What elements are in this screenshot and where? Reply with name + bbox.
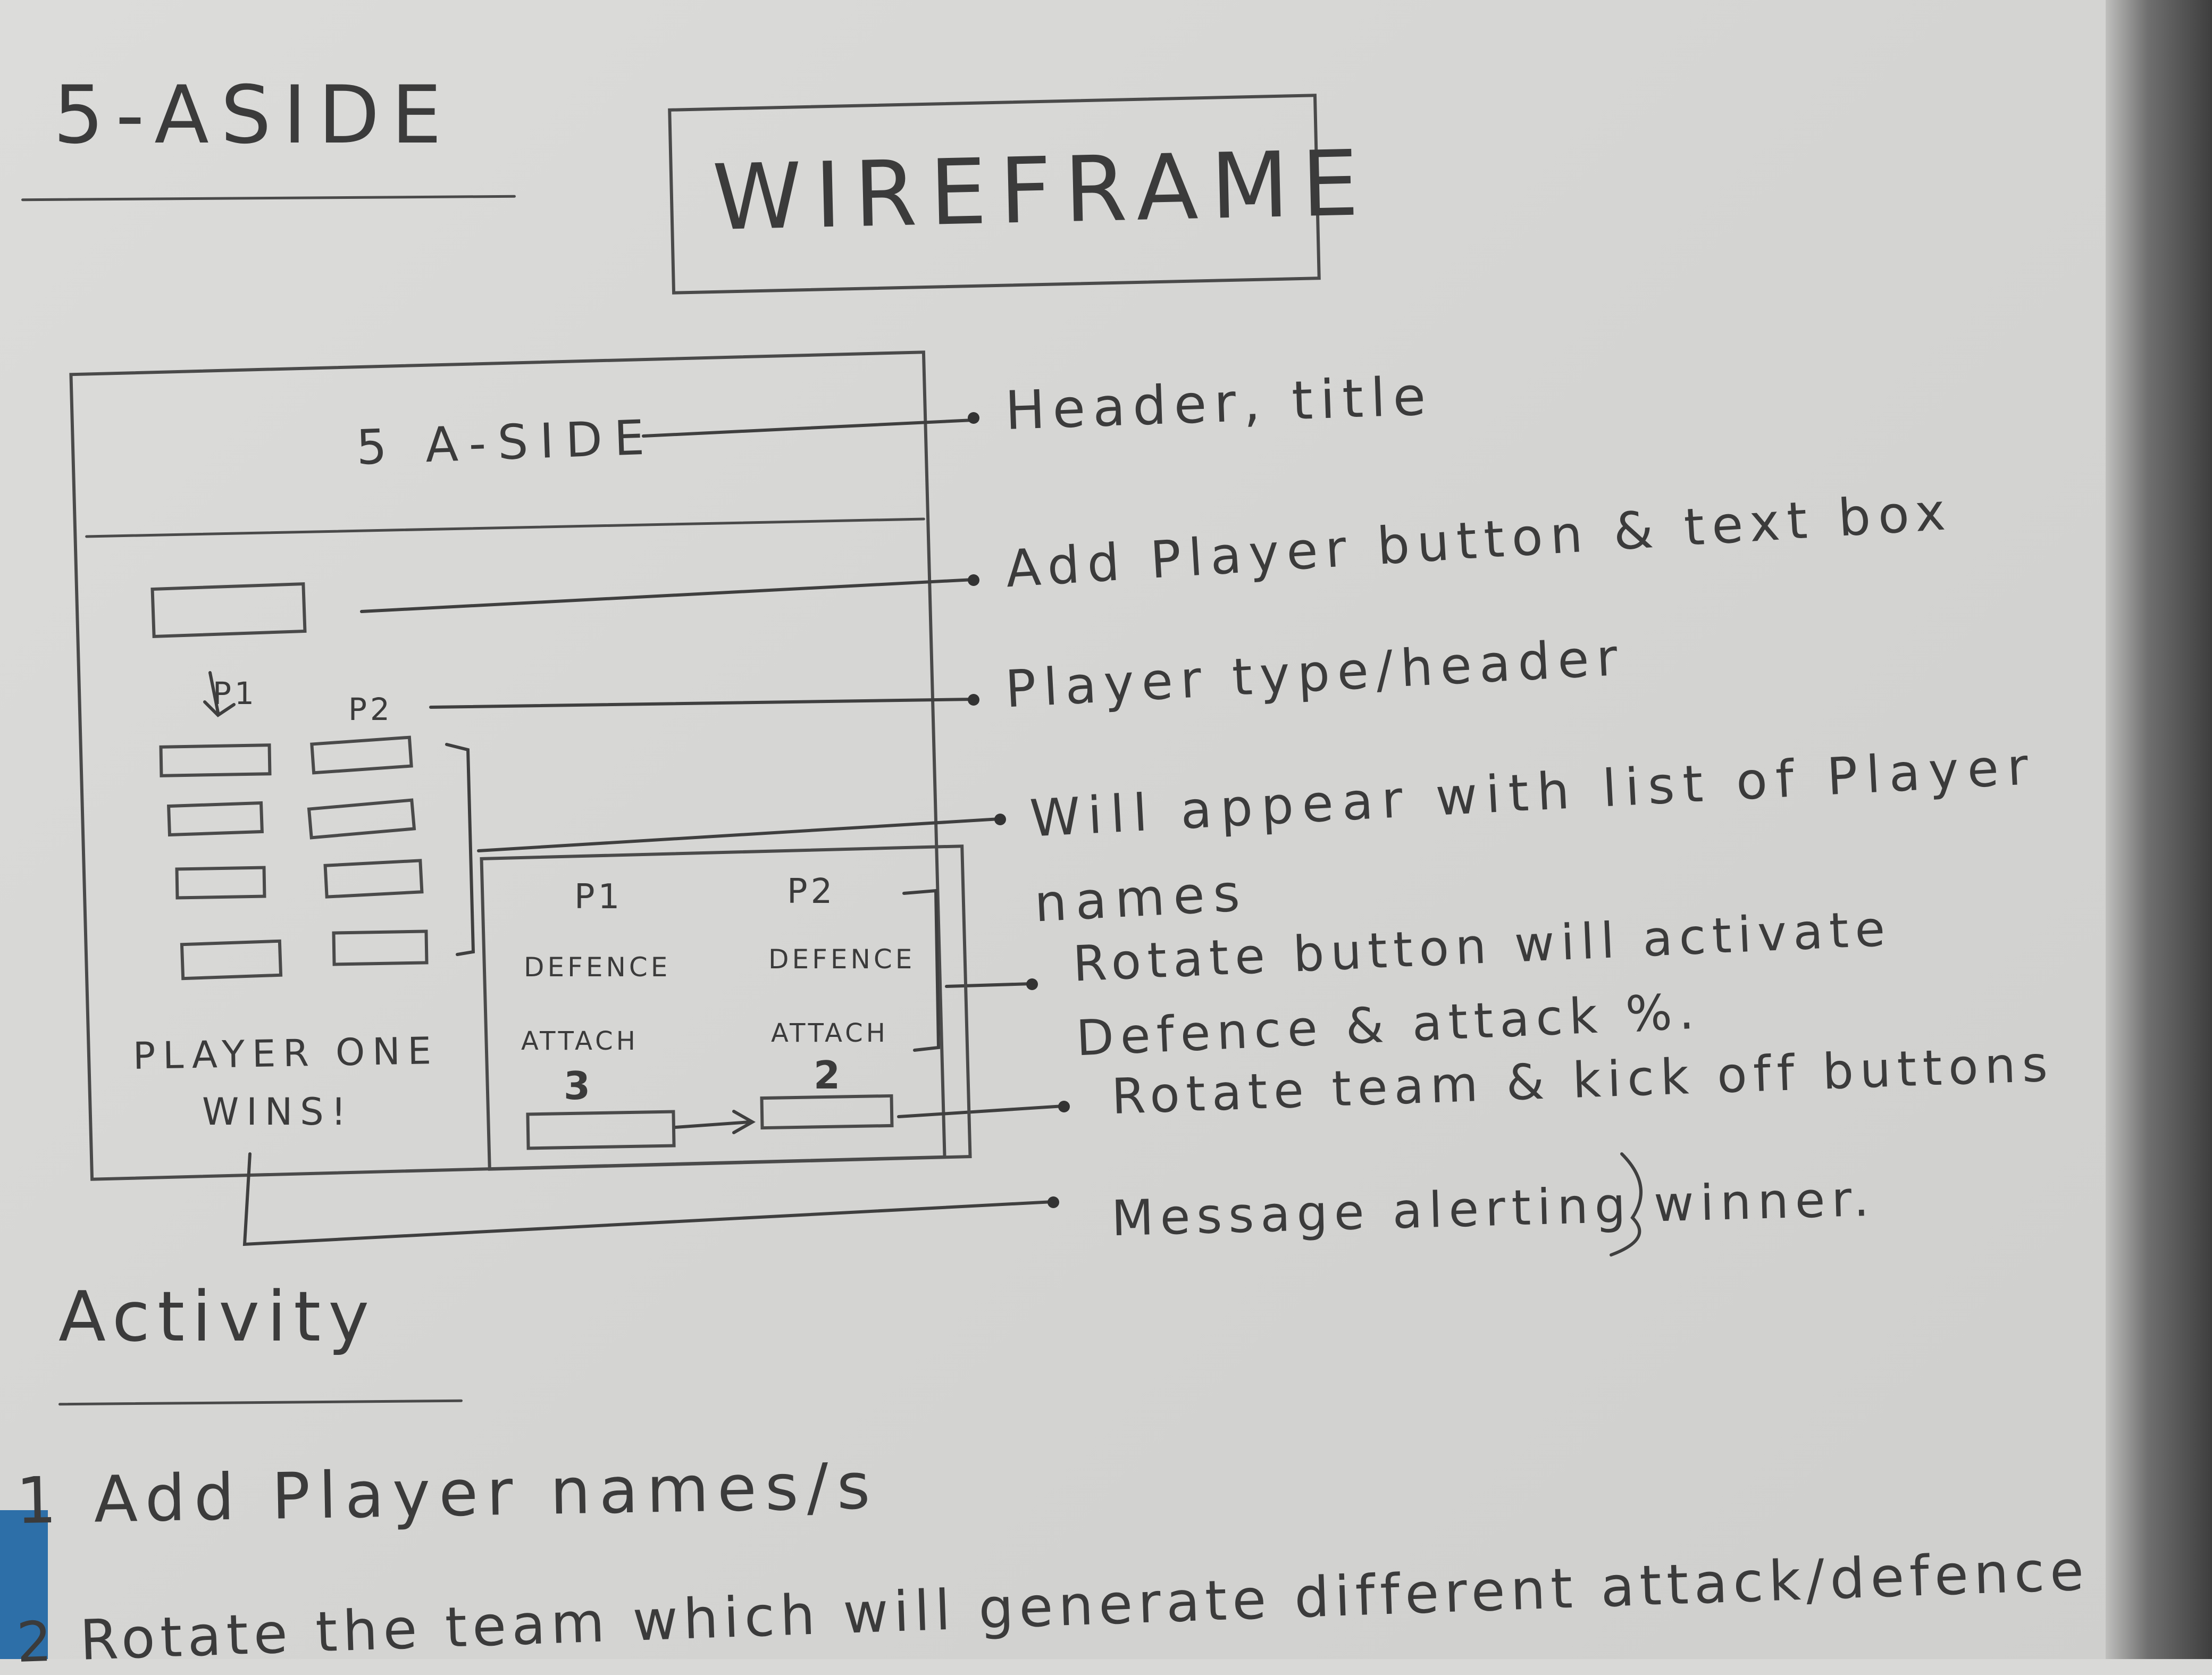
annotation-bullet <box>1058 1101 1070 1112</box>
annotation-bullet <box>968 412 979 424</box>
panel-p1-defence: DEFENCE <box>524 952 671 983</box>
team-header-p2: P2 <box>348 691 393 727</box>
panel-p1-attack: ATTACH <box>521 1026 639 1056</box>
annotation-bullet <box>968 574 979 586</box>
annotation-bullet <box>1026 978 1038 990</box>
sheet-top-label: 5-ASIDE <box>53 69 454 162</box>
winner-message-line1: PLAYER ONE <box>132 1028 439 1078</box>
player-name-box <box>323 859 424 899</box>
desk-background <box>2106 0 2212 1659</box>
blue-object-corner <box>0 1510 48 1659</box>
annotation-bullet <box>968 694 979 706</box>
paper-sheet <box>0 0 2159 1659</box>
activity-heading: Activity <box>58 1276 377 1357</box>
winner-message-line2: WINS! <box>202 1090 354 1134</box>
panel-p1-score: 3 <box>564 1063 600 1108</box>
player-name-box <box>159 743 272 777</box>
player-name-box <box>167 801 264 837</box>
player-name-box <box>175 866 266 900</box>
annotation-bullet <box>1048 1196 1059 1208</box>
panel-p2-label: P2 <box>787 872 836 911</box>
panel-p2-score: 2 <box>814 1053 850 1098</box>
player-name-box <box>180 939 283 981</box>
panel-p2-attack: ATTACH <box>771 1018 889 1048</box>
activity-item-1: 1 Add Player names/s <box>15 1449 879 1539</box>
player-name-box <box>332 929 429 966</box>
annotation-bullet <box>994 814 1006 825</box>
panel-p1-label: P1 <box>574 877 623 917</box>
kick-off-button <box>760 1094 894 1130</box>
panel-p2-defence: DEFENCE <box>768 944 916 975</box>
rotate-team-button <box>526 1110 676 1150</box>
